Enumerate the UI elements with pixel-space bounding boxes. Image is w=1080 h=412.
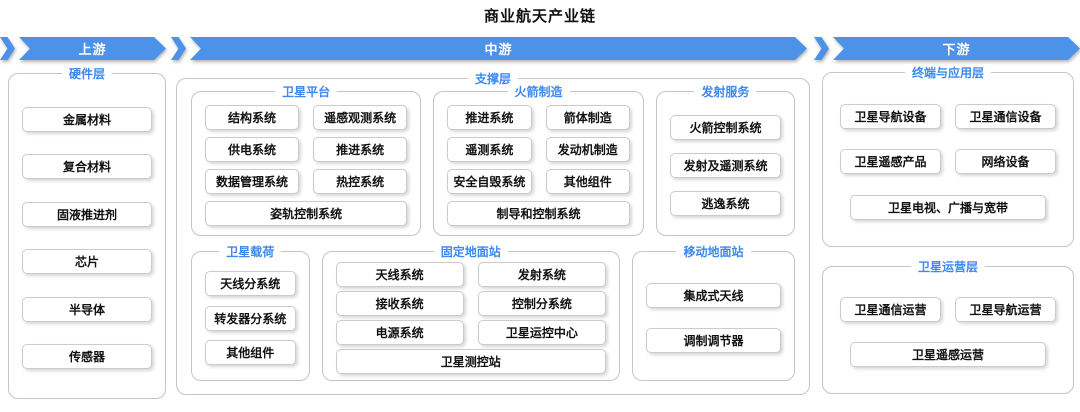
support-layer-rows: 卫星平台 结构系统 遥感观测系统 供电系统 推进系统 数据管理系统 热控系统 姿… (191, 83, 796, 381)
support-row-bottom: 卫星载荷 天线分系统 转发器分系统 其他组件 固定地面站 天线系统 发射系统 接… (191, 243, 795, 381)
item-box: 发射及遥测系统 (669, 153, 782, 178)
item-box: 卫星电视、广播与宽带 (850, 194, 1046, 220)
group-fixed-ground-station: 固定地面站 天线系统 发射系统 接收系统 控制分系统 电源系统 卫星运控中心 卫… (321, 243, 620, 381)
item-box: 其他组件 (205, 339, 296, 365)
item-box: 半导体 (22, 296, 152, 322)
launch-service-items: 火箭控制系统 发射及遥测系统 逃逸系统 (669, 102, 782, 229)
hardware-items: 金属材料 复合材料 固液推进剂 芯片 半导体 传感器 (22, 84, 152, 392)
item-box: 芯片 (22, 249, 152, 275)
group-rocket-manufacturing: 火箭制造 推进系统 箭体制造 遥测系统 发动机制造 安全自毁系统 其他组件 制导… (433, 83, 644, 236)
group-mobile-ground-station: 移动地面站 集成式天线 调制调节器 (631, 243, 795, 381)
item-box: 控制分系统 (477, 291, 606, 316)
group-launch-service: 发射服务 火箭控制系统 发射及遥测系统 逃逸系统 (655, 83, 796, 236)
item-box: 卫星遥感产品 (840, 149, 941, 174)
item-box: 供电系统 (205, 137, 300, 162)
group-satellite-operation-layer: 卫星运营层 卫星通信运营 卫星导航运营 卫星遥感运营 (822, 258, 1074, 394)
group-support-layer: 支撑层 卫星平台 结构系统 遥感观测系统 供电系统 推进系统 数据管理系统 热控… (176, 70, 810, 395)
item-box: 逃逸系统 (669, 191, 782, 216)
item-box: 遥测系统 (447, 137, 532, 162)
terminal-application-items: 卫星导航设备 卫星通信设备 卫星遥感产品 网络设备 卫星电视、广播与宽带 (840, 87, 1056, 236)
group-satellite-payload: 卫星载荷 天线分系统 转发器分系统 其他组件 (191, 243, 310, 381)
arrow-upstream-label: 上游 (19, 37, 166, 60)
item-box: 发动机制造 (545, 137, 630, 162)
arrow-midstream: 中游 (171, 37, 807, 60)
group-label: 火箭制造 (507, 83, 570, 100)
item-box: 固液推进剂 (22, 201, 152, 227)
group-satellite-platform: 卫星平台 结构系统 遥感观测系统 供电系统 推进系统 数据管理系统 热控系统 姿… (191, 83, 422, 236)
page-title: 商业航天产业链 (483, 8, 596, 25)
arrow-midstream-label: 中游 (190, 37, 807, 60)
item-box: 接收系统 (335, 291, 464, 316)
item-box: 热控系统 (313, 169, 408, 194)
item-box: 电源系统 (335, 320, 464, 345)
item-box: 天线系统 (335, 262, 464, 287)
item-box: 发射系统 (477, 262, 606, 287)
chevron-icon (0, 37, 15, 60)
item-box: 卫星测控站 (335, 349, 606, 374)
item-box: 天线分系统 (205, 271, 296, 297)
item-box: 推进系统 (313, 137, 408, 162)
item-box: 箭体制造 (545, 105, 630, 130)
group-label: 终端与应用层 (904, 64, 992, 81)
satellite-platform-items: 结构系统 遥感观测系统 供电系统 推进系统 数据管理系统 热控系统 姿轨控制系统 (205, 102, 408, 229)
fixed-ground-station-items: 天线系统 发射系统 接收系统 控制分系统 电源系统 卫星运控中心 卫星测控站 (335, 262, 606, 374)
item-box: 火箭控制系统 (669, 115, 782, 140)
group-label: 卫星平台 (275, 83, 338, 100)
item-box: 数据管理系统 (205, 169, 300, 194)
satellite-operation-items: 卫星通信运营 卫星导航运营 卫星遥感运营 (840, 281, 1056, 383)
group-terminal-application-layer: 终端与应用层 卫星导航设备 卫星通信设备 卫星遥感产品 网络设备 卫星电视、广播… (822, 64, 1074, 247)
group-label: 硬件层 (61, 65, 113, 82)
item-box: 传感器 (22, 344, 152, 370)
group-label: 固定地面站 (433, 243, 508, 260)
item-box: 姿轨控制系统 (205, 201, 408, 226)
rocket-manufacturing-items: 推进系统 箭体制造 遥测系统 发动机制造 安全自毁系统 其他组件 制导和控制系统 (447, 102, 630, 229)
item-box: 结构系统 (205, 105, 300, 130)
item-box: 复合材料 (22, 154, 152, 180)
group-label: 支撑层 (467, 70, 519, 87)
chevron-icon (171, 37, 186, 60)
item-box: 推进系统 (447, 105, 532, 130)
item-box: 集成式天线 (645, 282, 781, 308)
item-box: 网络设备 (955, 149, 1056, 174)
satellite-payload-items: 天线分系统 转发器分系统 其他组件 (205, 262, 296, 374)
item-box: 其他组件 (545, 169, 630, 194)
item-box: 卫星遥感运营 (850, 342, 1046, 367)
item-box: 转发器分系统 (205, 305, 296, 331)
group-label: 卫星载荷 (219, 243, 282, 260)
arrow-downstream: 下游 (814, 37, 1080, 60)
group-label: 卫星运营层 (910, 258, 986, 275)
item-box: 遥感观测系统 (313, 105, 408, 130)
item-box: 卫星运控中心 (477, 320, 606, 345)
item-box: 安全自毁系统 (447, 169, 532, 194)
item-box: 卫星导航设备 (840, 103, 941, 129)
item-box: 卫星通信运营 (840, 297, 941, 322)
arrow-upstream: 上游 (0, 37, 166, 60)
support-row-top: 卫星平台 结构系统 遥感观测系统 供电系统 推进系统 数据管理系统 热控系统 姿… (191, 83, 796, 236)
item-box: 制导和控制系统 (447, 201, 630, 226)
group-label: 移动地面站 (676, 243, 751, 260)
item-box: 卫星通信设备 (955, 103, 1056, 129)
item-box: 调制调节器 (645, 328, 781, 354)
group-label: 发射服务 (694, 83, 757, 100)
arrow-downstream-label: 下游 (833, 37, 1080, 60)
item-box: 金属材料 (22, 106, 152, 132)
item-box: 卫星导航运营 (955, 297, 1056, 322)
chevron-icon (814, 37, 829, 60)
mobile-ground-station-items: 集成式天线 调制调节器 (645, 262, 781, 374)
group-hardware-layer: 硬件层 金属材料 复合材料 固液推进剂 芯片 半导体 传感器 (8, 65, 166, 399)
